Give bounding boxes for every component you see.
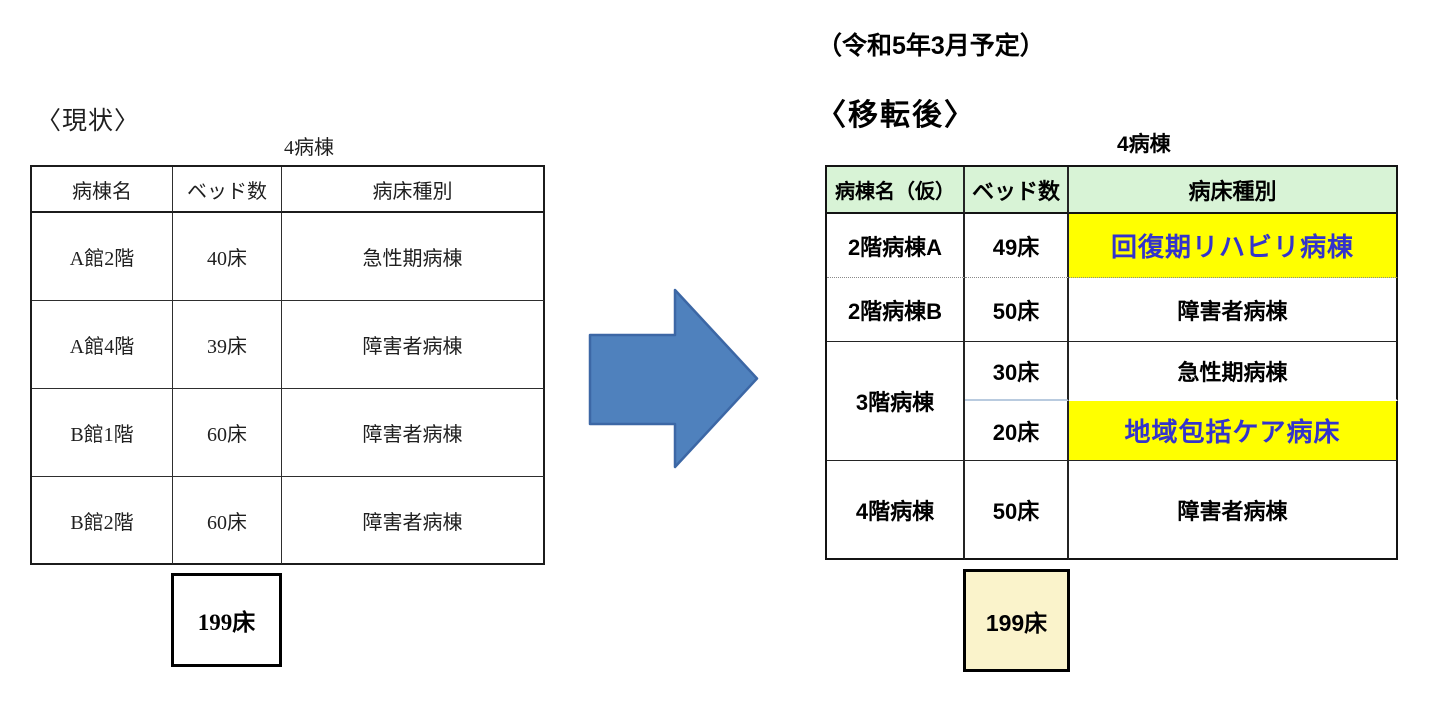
bed-count-cell: 50床 [965,278,1069,342]
after-total-beds: 199床 [963,569,1070,672]
bed-type-cell: 障害者病棟 [282,389,545,477]
bed-count-cell: 20床 [965,401,1069,461]
ward-name-cell: A館4階 [32,301,173,389]
after-header-ward-name: 病棟名（仮） [827,167,965,214]
ward-name-cell: A館2階 [32,213,173,301]
bed-type-cell: 障害者病棟 [282,301,545,389]
current-table-caption: 4病棟 [284,137,334,159]
bed-count-cell: 50床 [965,461,1069,560]
ward-name-cell: B館2階 [32,477,173,565]
bed-count-cell: 49床 [965,214,1069,278]
bed-count-cell: 40床 [173,213,282,301]
transition-arrow-icon [588,287,760,470]
table-row: B館2階 60床 障害者病棟 [32,477,545,565]
table-row: B館1階 60床 障害者病棟 [32,389,545,477]
table-row: 2階病棟A 49床 回復期リハビリ病棟 [827,214,1398,278]
ward-name-cell: B館1階 [32,389,173,477]
bed-type-cell-highlighted: 回復期リハビリ病棟 [1069,214,1398,278]
bed-type-cell-highlighted: 地域包括ケア病床 [1069,401,1398,461]
table-row: 20床 地域包括ケア病床 [827,401,1398,461]
after-relocation-table: 病棟名（仮） ベッド数 病床種別 2階病棟A 49床 回復期リハビリ病棟 2階病… [825,165,1398,560]
after-relocation-title: 〈移転後〉 [816,99,976,132]
table-row: 2階病棟B 50床 障害者病棟 [827,278,1398,342]
current-header-bed-count: ベッド数 [173,167,282,213]
ward-name-cell: 4階病棟 [827,461,965,560]
current-header-ward-name: 病棟名 [32,167,173,213]
table-row: A館4階 39床 障害者病棟 [32,301,545,389]
bed-count-cell: 30床 [965,342,1069,401]
ward-name-cell: 2階病棟B [827,278,965,342]
bed-type-cell: 障害者病棟 [1069,461,1398,560]
after-table-caption: 4病棟 [1117,133,1171,156]
bed-type-cell: 急性期病棟 [1069,342,1398,401]
after-table-header-row: 病棟名（仮） ベッド数 病床種別 [827,167,1398,214]
bed-type-cell: 急性期病棟 [282,213,545,301]
table-row: 3階病棟 30床 急性期病棟 [827,342,1398,461]
current-total-beds: 199床 [171,573,282,667]
bed-count-cell: 60床 [173,389,282,477]
table-row: 4階病棟 50床 障害者病棟 [827,461,1398,560]
current-state-title: 〈現状〉 [36,108,141,135]
current-state-table: 病棟名 ベッド数 病床種別 A館2階 40床 急性期病棟 A館4階 39床 障害… [30,165,545,565]
after-header-bed-count: ベッド数 [965,167,1069,214]
bed-type-cell: 障害者病棟 [282,477,545,565]
table-row: A館2階 40床 急性期病棟 [32,213,545,301]
after-header-bed-type: 病床種別 [1069,167,1398,214]
bed-type-cell: 障害者病棟 [1069,278,1398,342]
bed-count-cell: 60床 [173,477,282,565]
ward-name-cell: 2階病棟A [827,214,965,278]
current-table-header-row: 病棟名 ベッド数 病床種別 [32,167,545,213]
bed-count-cell: 39床 [173,301,282,389]
schedule-note: （令和5年3月予定） [817,32,1045,60]
ward-name-cell-merged: 3階病棟 [827,342,965,461]
current-header-bed-type: 病床種別 [282,167,545,213]
